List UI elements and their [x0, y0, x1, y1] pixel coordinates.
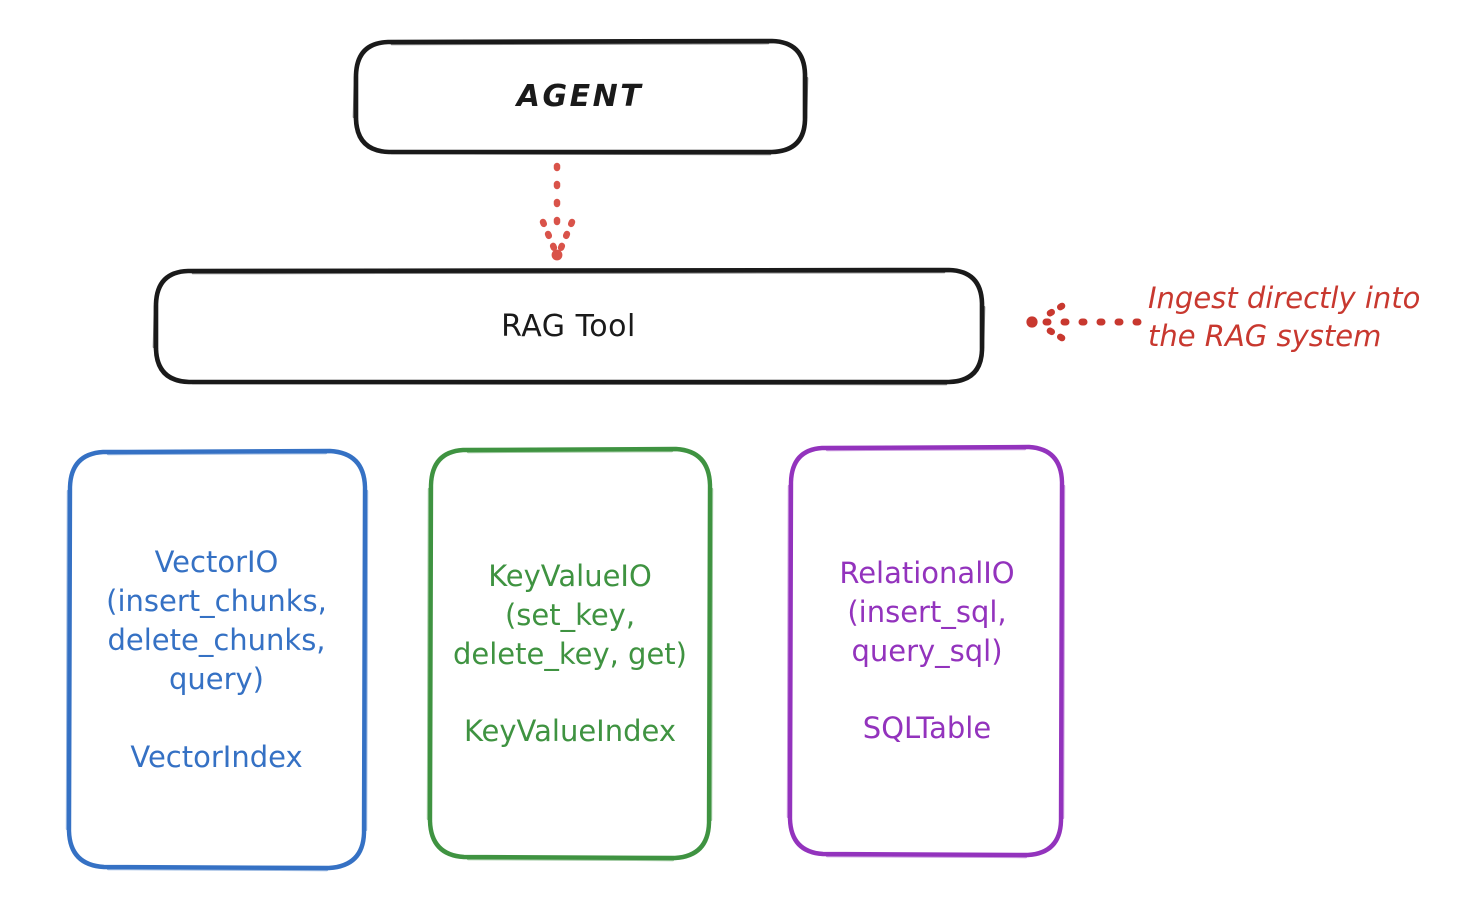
ingest-note-label: Ingest directly into the RAG system — [1148, 281, 1421, 353]
key-value-io-box[interactable] — [427, 446, 713, 861]
rag-tool-box-sketch-overlay — [152, 270, 986, 386]
relational-io-box-sketch-overlay — [786, 447, 1066, 859]
agent-label: AGENT — [516, 79, 644, 114]
vector-io-box[interactable] — [66, 448, 368, 871]
rag-tool-box[interactable] — [153, 267, 985, 385]
key-value-io-box-sketch-overlay — [426, 449, 714, 862]
rag-tool-label: RAG Tool — [501, 308, 636, 344]
vector-io-box-sketch-overlay — [65, 451, 369, 872]
agent-box-sketch-overlay — [352, 41, 809, 156]
relational-io-label: RelationalIO (insert_sql, query_sql) SQL… — [839, 555, 1015, 746]
agent-to-rag-connector — [539, 162, 576, 261]
relational-io-box[interactable] — [787, 444, 1065, 858]
agent-box[interactable] — [353, 38, 808, 155]
note-to-rag-connector — [1026, 302, 1142, 342]
key-value-io-label: KeyValueIO (set_key, delete_key, get) Ke… — [453, 558, 687, 749]
vector-io-label: VectorIO (insert_chunks, delete_chunks, … — [106, 545, 327, 774]
